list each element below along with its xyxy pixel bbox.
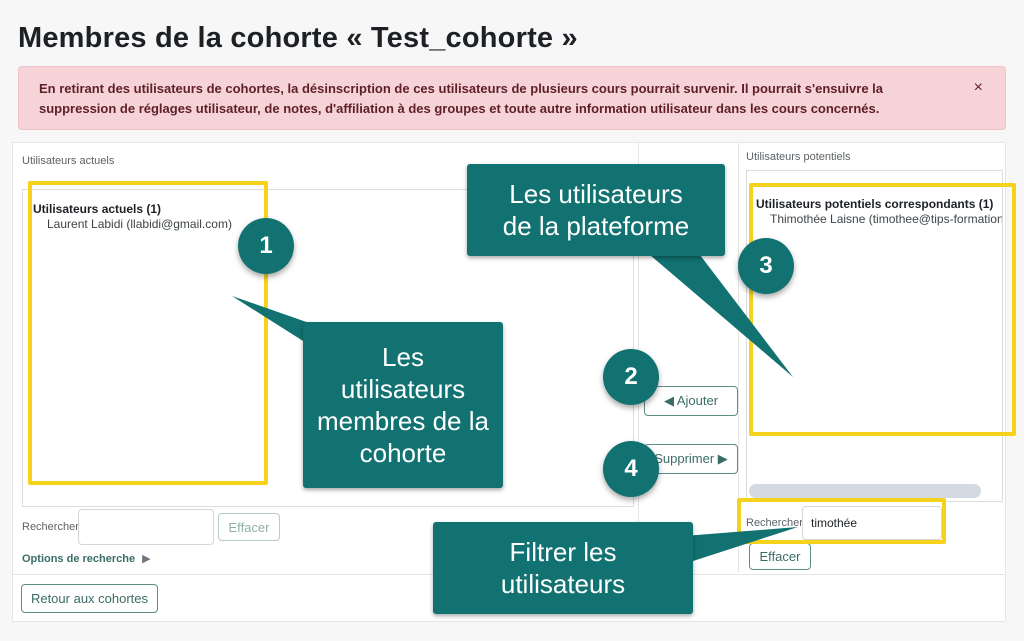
search-options-label: Options de recherche (22, 553, 136, 565)
step-badge-3: 3 (738, 238, 794, 294)
current-search-label: Rechercher (22, 521, 79, 533)
highlight-current-users (28, 181, 268, 485)
step-badge-4: 4 (603, 441, 659, 497)
step-badge-2: 2 (603, 349, 659, 405)
callout-filter: Filtrer les utilisateurs (433, 522, 693, 614)
potential-user-option[interactable]: Thimothée Laisne (timothee@tips-formatio… (770, 212, 1002, 226)
callout-tail-filter (684, 527, 798, 562)
potential-search-input[interactable] (802, 506, 942, 540)
current-users-group-label: Utilisateurs actuels (1) (33, 202, 162, 216)
caret-right-icon: ▶ (142, 553, 151, 565)
current-clear-button[interactable]: Effacer (218, 513, 280, 541)
alert-message: En retirant des utilisateurs de cohortes… (39, 81, 884, 116)
callout-platform-text: Les utilisateurs de la plateforme (502, 179, 690, 241)
potential-users-label: Utilisateurs potentiels (746, 151, 851, 163)
back-to-cohorts-button[interactable]: Retour aux cohortes (21, 584, 158, 613)
step-badge-1: 1 (238, 218, 294, 274)
close-icon[interactable]: × (973, 79, 983, 96)
current-search-input[interactable] (78, 509, 214, 545)
potential-users-group-label: Utilisateurs potentiels correspondants (… (756, 197, 994, 211)
highlight-search-field (737, 498, 946, 544)
column-divider (738, 143, 739, 573)
callout-platform: Les utilisateurs de la plateforme (467, 164, 725, 256)
search-options-link[interactable]: Options de recherche ▶ (22, 552, 151, 565)
current-user-option[interactable]: Laurent Labidi (llabidi@gmail.com) (47, 217, 232, 231)
potential-search-label: Rechercher (746, 517, 803, 529)
callout-filter-text: Filtrer les utilisateurs (500, 537, 626, 599)
highlight-potential-users (749, 183, 1016, 436)
horizontal-scrollbar[interactable] (749, 484, 981, 498)
warning-alert: En retirant des utilisateurs de cohortes… (18, 66, 1006, 130)
page-title: Membres de la cohorte « Test_cohorte » (18, 22, 578, 54)
callout-members-text: Les utilisateurs membres de la cohorte (317, 342, 489, 468)
remove-button[interactable]: Supprimer ▶ (644, 444, 738, 474)
current-users-label: Utilisateurs actuels (22, 155, 115, 167)
callout-members: Les utilisateurs membres de la cohorte (303, 322, 503, 488)
callout-tail-platform (650, 255, 793, 377)
